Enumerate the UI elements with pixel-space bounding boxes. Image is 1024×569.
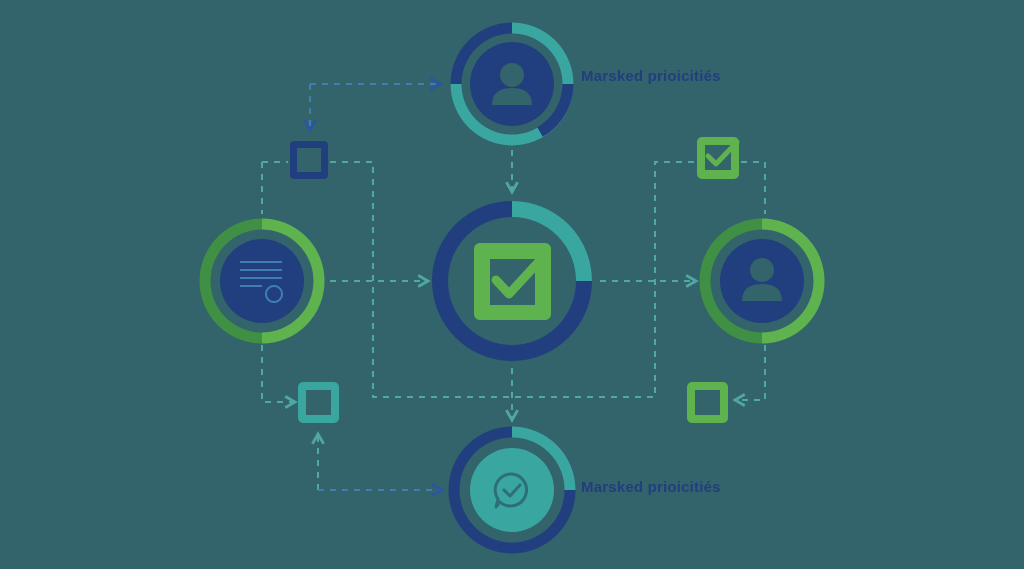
checkpoint-bottom-left[interactable] <box>298 382 339 423</box>
chat-check-icon <box>493 472 528 509</box>
node-bottom-message[interactable] <box>448 426 576 554</box>
user-icon <box>742 258 782 301</box>
bottom-node-label: Marsked prioicitiés <box>581 479 721 496</box>
user-icon <box>492 63 532 105</box>
checkpoint-bottom-right[interactable] <box>687 382 728 423</box>
checkpoint-top-right-checked[interactable] <box>697 137 740 179</box>
top-node-label: Marsked prioicitiés <box>581 68 721 85</box>
connectors <box>261 84 766 490</box>
node-top-user[interactable] <box>450 22 574 146</box>
checkbox-checked-icon <box>474 243 551 320</box>
node-center-approval[interactable] <box>432 201 592 361</box>
node-left-document[interactable] <box>199 218 325 344</box>
checkpoint-top-left[interactable] <box>290 141 328 179</box>
document-icon <box>240 261 283 303</box>
node-right-user[interactable] <box>699 218 825 344</box>
